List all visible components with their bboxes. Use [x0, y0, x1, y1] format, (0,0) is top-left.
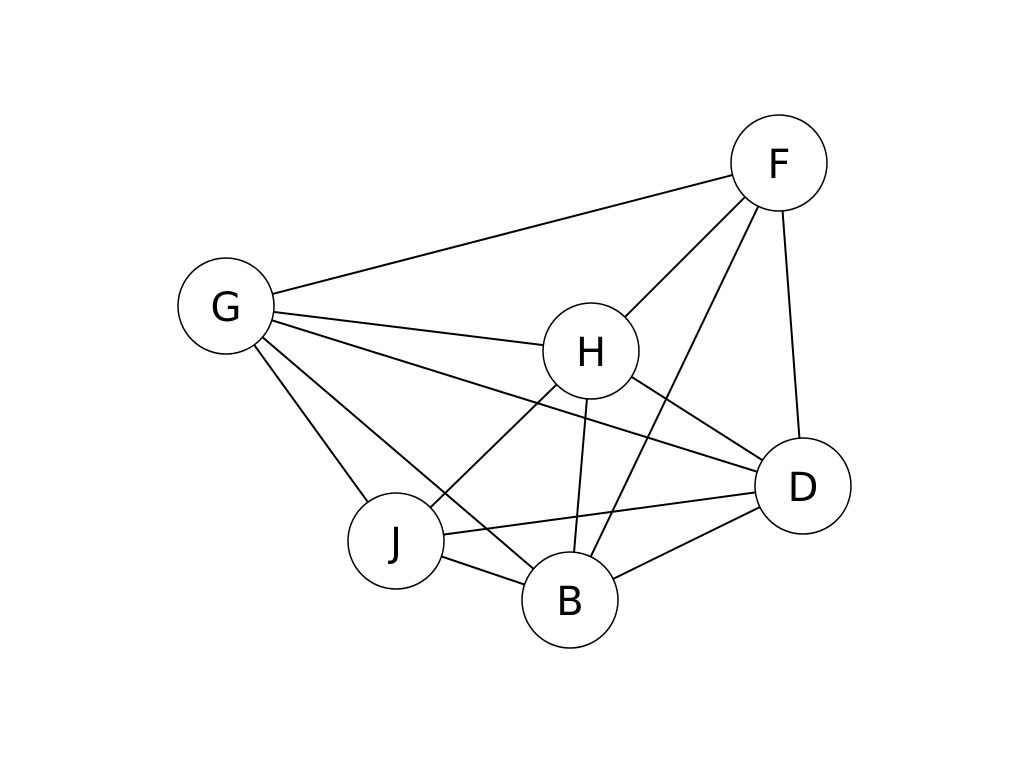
edge-j-d — [395, 485, 804, 542]
edge-f-b — [569, 162, 780, 601]
edge-g-f — [225, 162, 780, 307]
node-label: H — [576, 330, 606, 376]
node-circle — [177, 257, 275, 355]
node-circle — [754, 437, 852, 535]
node-circle — [521, 551, 619, 649]
node-label: G — [211, 285, 242, 331]
node-label: B — [556, 579, 583, 625]
node-b: B — [521, 551, 619, 649]
node-circle — [347, 492, 445, 590]
node-f: F — [730, 114, 828, 212]
node-layer: F G H D J B — [177, 114, 852, 649]
node-g: G — [177, 257, 275, 355]
edge-g-h — [225, 305, 592, 352]
node-d: D — [754, 437, 852, 535]
edge-f-d — [778, 162, 804, 487]
node-label: F — [767, 142, 790, 188]
node-j: J — [347, 492, 445, 590]
node-label: J — [387, 520, 402, 566]
edge-g-b — [225, 305, 571, 601]
node-label: D — [788, 465, 819, 511]
node-circle — [730, 114, 828, 212]
edge-g-d — [225, 305, 804, 487]
node-circle — [542, 302, 640, 400]
edge-layer — [225, 162, 804, 601]
node-h: H — [542, 302, 640, 400]
